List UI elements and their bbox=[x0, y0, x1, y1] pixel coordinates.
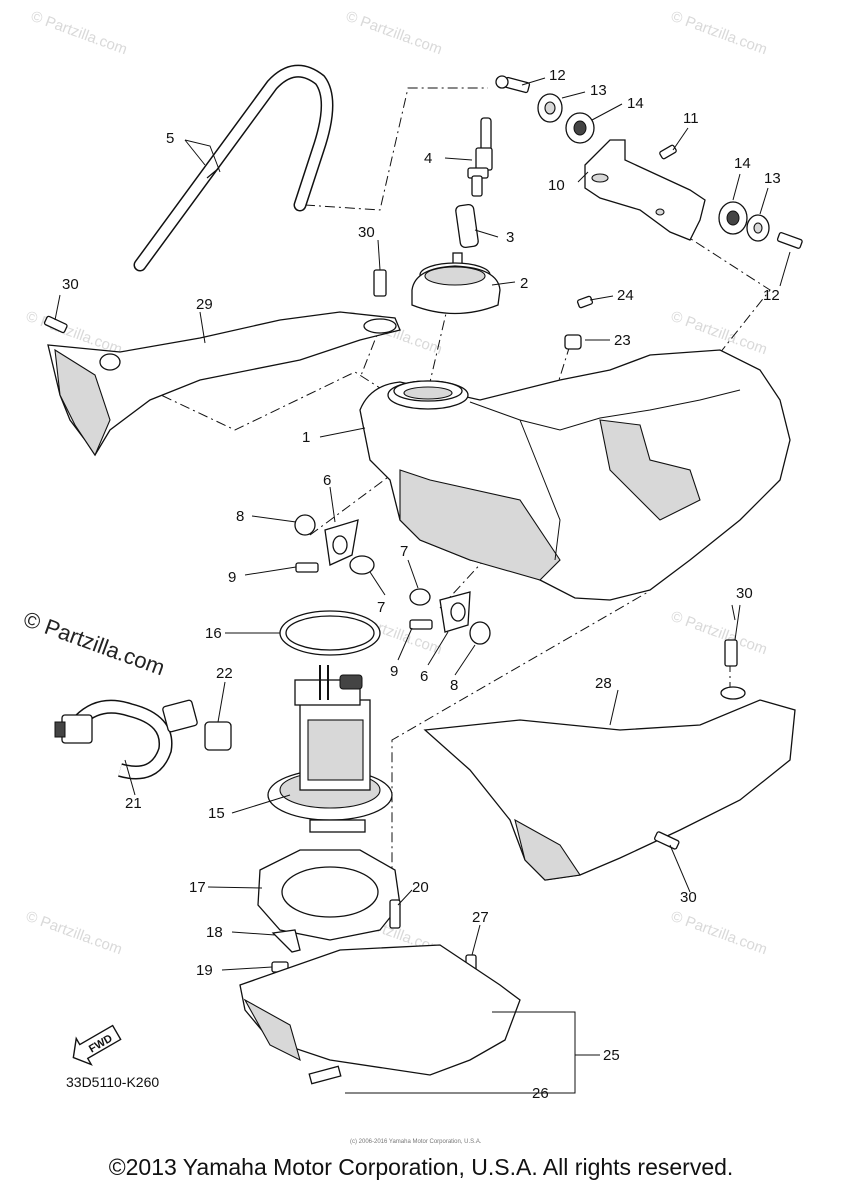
watermark: © Partzilla.com bbox=[24, 908, 125, 959]
callout-label: 29 bbox=[196, 296, 213, 313]
fuel-tank bbox=[359, 295, 791, 601]
watermark: © Partzilla.com bbox=[669, 908, 770, 959]
callout-label: 25 bbox=[603, 1047, 620, 1064]
callout-label: 14 bbox=[627, 95, 644, 112]
callout-label: 9 bbox=[390, 663, 398, 680]
watermark: © Partzilla.com bbox=[29, 8, 130, 59]
tank-clips bbox=[294, 514, 491, 645]
callout-label: 13 bbox=[764, 170, 781, 187]
callout-label: 19 bbox=[196, 962, 213, 979]
fitting bbox=[467, 117, 493, 197]
callout-numbers: 12 13 14 11 10 14 13 12 5 4 3 30 2 30 29… bbox=[62, 67, 781, 1102]
callout-label: 20 bbox=[412, 879, 429, 896]
tank-guard bbox=[239, 944, 521, 1085]
callout-label: 28 bbox=[595, 675, 612, 692]
short-hose bbox=[455, 203, 479, 249]
fuel-hose-assembly bbox=[54, 699, 232, 780]
callout-label: 27 bbox=[472, 909, 489, 926]
callout-label: 18 bbox=[206, 924, 223, 941]
callout-label: 12 bbox=[549, 67, 566, 84]
breather-hose bbox=[133, 64, 334, 272]
partzilla-watermark: © Partzilla.com bbox=[20, 606, 168, 680]
callout-label: 6 bbox=[420, 668, 428, 685]
watermark: © Partzilla.com bbox=[344, 8, 445, 59]
callout-label: 16 bbox=[205, 625, 222, 642]
watermark: © Partzilla.com bbox=[669, 608, 770, 659]
callout-label: 23 bbox=[614, 332, 631, 349]
callout-label: 17 bbox=[189, 879, 206, 896]
callout-label: 8 bbox=[450, 677, 458, 694]
watermark: © Partzilla.com bbox=[669, 8, 770, 59]
callout-label: 5 bbox=[166, 130, 174, 147]
fuel-pump bbox=[267, 665, 393, 833]
copyright-footer: ©2013 Yamaha Motor Corporation, U.S.A. A… bbox=[108, 1154, 734, 1180]
forward-arrow-icon: FWD bbox=[72, 1024, 122, 1066]
callout-label: 2 bbox=[520, 275, 528, 292]
fwd-label: FWD bbox=[87, 1032, 115, 1055]
diagram-code: 33D5110-K260 bbox=[66, 1074, 159, 1090]
callout-label: 9 bbox=[228, 569, 236, 586]
callout-label: 22 bbox=[216, 665, 233, 682]
callout-label: 4 bbox=[424, 150, 432, 167]
callout-label: 13 bbox=[590, 82, 607, 99]
callout-label: 15 bbox=[208, 805, 225, 822]
callout-label: 11 bbox=[683, 110, 699, 127]
callout-label: 30 bbox=[680, 889, 697, 906]
callout-label: 14 bbox=[734, 155, 751, 172]
callout-label: 7 bbox=[400, 543, 408, 560]
fuel-cap bbox=[411, 252, 501, 315]
callout-label: 10 bbox=[548, 177, 565, 194]
small-print: (c) 2006-2016 Yamaha Motor Corporation, … bbox=[350, 1139, 482, 1145]
right-shroud bbox=[423, 639, 796, 881]
left-shroud bbox=[43, 269, 401, 457]
callout-label: 21 bbox=[125, 795, 142, 812]
callout-label: 6 bbox=[323, 472, 331, 489]
callout-label: 8 bbox=[236, 508, 244, 525]
callout-label: 3 bbox=[506, 229, 514, 246]
callout-label: 24 bbox=[617, 287, 634, 304]
leader-lines bbox=[54, 77, 791, 1094]
callout-label: 30 bbox=[62, 276, 79, 293]
callout-label: 30 bbox=[736, 585, 753, 602]
callout-label: 7 bbox=[377, 599, 385, 616]
pump-gasket bbox=[279, 610, 381, 656]
callout-label: 26 bbox=[532, 1085, 549, 1102]
callout-label: 12 bbox=[763, 287, 780, 304]
pump-retaining-plate bbox=[257, 849, 401, 941]
callout-label: 30 bbox=[358, 224, 375, 241]
callout-label: 1 bbox=[302, 429, 310, 446]
tank-bracket-assembly bbox=[495, 75, 803, 249]
